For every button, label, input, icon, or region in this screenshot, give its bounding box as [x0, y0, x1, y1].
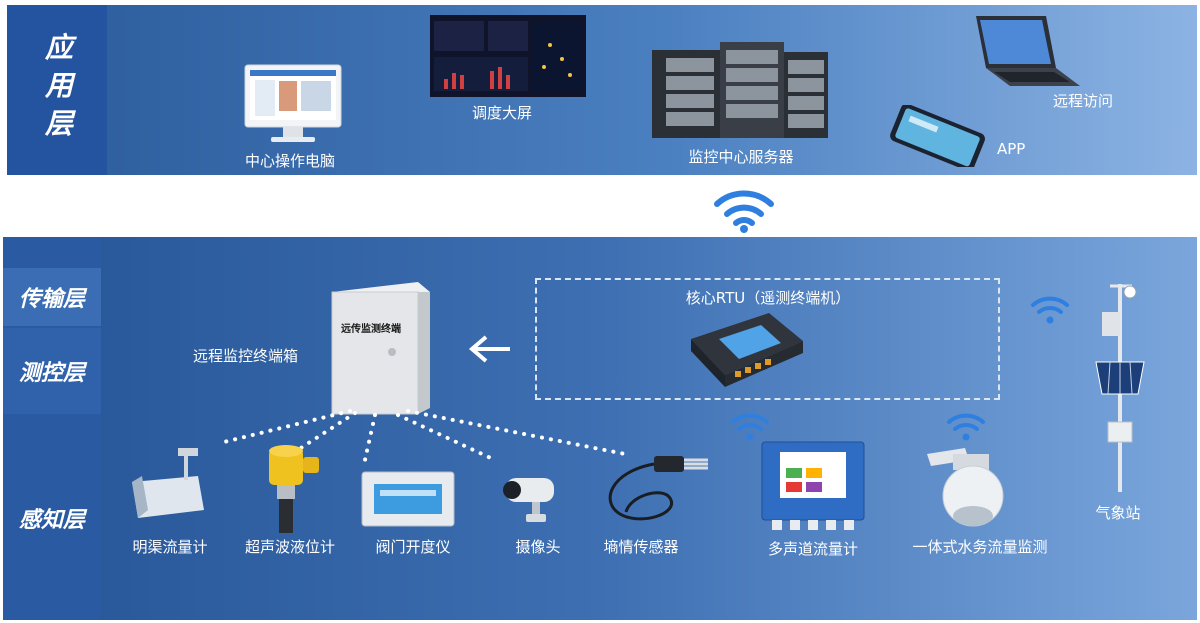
smartphone-icon: [890, 105, 985, 167]
arrow-left-icon: [468, 335, 510, 363]
cabinet-plate-label: 远传监测终端: [341, 324, 401, 335]
open-channel-flowmeter-icon: [132, 448, 204, 518]
terminal-cabinet-icon: [331, 282, 430, 415]
ultrasonic-level-meter-icon: [269, 445, 319, 533]
transmission-layer-title: 传输层: [3, 268, 101, 326]
gate-opening-meter-label: 阀门开度仪: [375, 538, 451, 556]
server-rack-icon: [652, 42, 828, 138]
monitor-icon: [244, 64, 342, 142]
multipath-flowmeter-label: 多声道流量计: [767, 540, 859, 558]
rtu-group: [535, 278, 1000, 400]
weather-station-icon: [1095, 284, 1145, 492]
application-layer-tab: 应用层: [7, 5, 107, 175]
dome-camera-icon: [927, 448, 1004, 527]
rtu-label: 核心RTU（遥测终端机）: [685, 289, 851, 307]
perception-layer-title: 感知层: [3, 416, 101, 620]
soil-moisture-sensor-label: 墒情传感器: [603, 538, 679, 556]
app-label: APP: [997, 140, 1026, 158]
dispatch-screen-icon: [430, 15, 586, 97]
center-pc-label: 中心操作电脑: [244, 152, 336, 170]
server-label: 监控中心服务器: [688, 148, 794, 166]
dispatch-screen-label: 调度大屏: [471, 104, 533, 122]
connection-lines: [218, 409, 632, 462]
cabinet-label: 远程监控终端箱: [193, 347, 299, 365]
open-channel-flowmeter-label: 明渠流量计: [132, 538, 208, 556]
rtu-device-icon: [691, 313, 803, 387]
gate-opening-meter-icon: [361, 471, 455, 527]
wifi-icon: [731, 413, 769, 441]
laptop-icon: [976, 16, 1080, 86]
wifi-icon: [714, 190, 774, 233]
application-layer-title: 应用层: [44, 31, 73, 140]
wifi-icon: [1031, 296, 1069, 324]
measurement-layer-title: 测控层: [3, 328, 101, 414]
camera-icon: [503, 478, 554, 522]
integrated-monitoring-label: 一体式水务流量监测: [912, 538, 1048, 556]
multipath-flowmeter-icon: [761, 441, 865, 530]
soil-moisture-sensor-icon: [608, 456, 708, 521]
camera-label: 摄像头: [515, 538, 561, 556]
remote-access-label: 远程访问: [1053, 92, 1114, 110]
wifi-icon: [947, 413, 985, 441]
ultrasonic-level-meter-label: 超声波液位计: [244, 538, 336, 556]
weather-station-label: 气象站: [1095, 504, 1141, 522]
